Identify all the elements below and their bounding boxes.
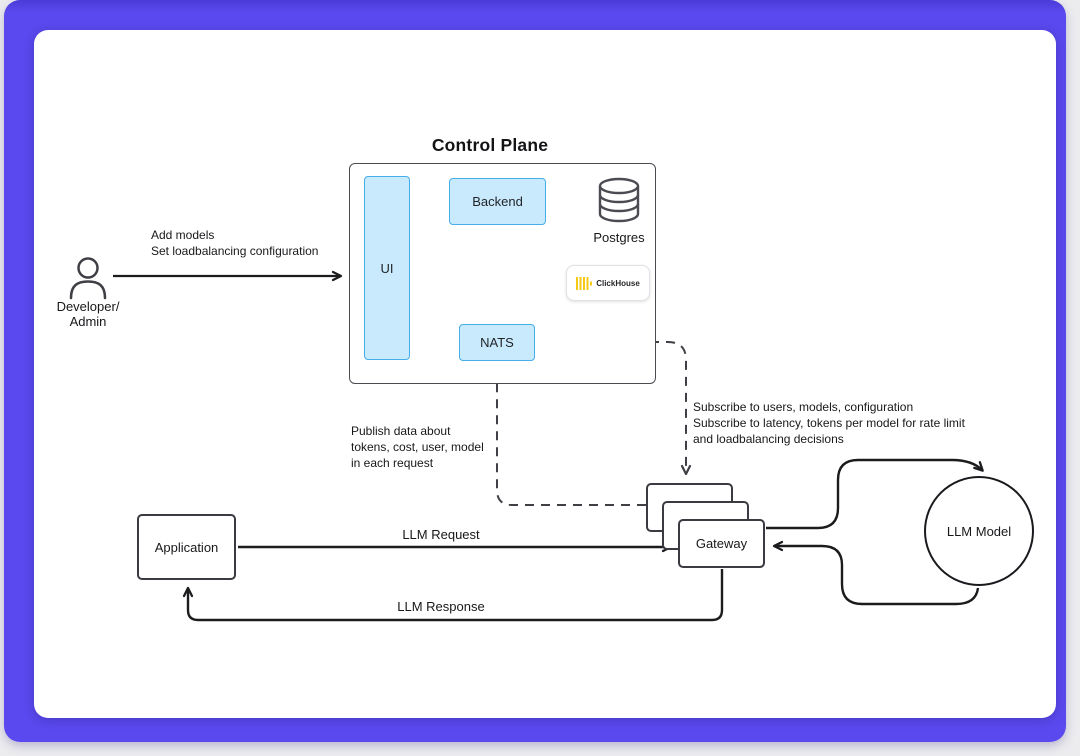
admin-arrow-annotation: Add models Set loadbalancing configurati…: [151, 227, 371, 259]
postgres-label: Postgres: [593, 230, 645, 245]
backend-node: Backend: [449, 178, 546, 225]
subscribe-annotation: Subscribe to users, models, configuratio…: [693, 399, 1003, 447]
developer-admin-label: Developer/ Admin: [40, 299, 136, 329]
publish-annotation-line1: Publish data about: [351, 424, 451, 438]
subscribe-annotation-line3: and loadbalancing decisions: [693, 432, 844, 446]
clickhouse-node: ClickHouse: [566, 265, 650, 301]
llm-model-node: LLM Model: [924, 476, 1034, 586]
clickhouse-label: ClickHouse: [596, 278, 640, 288]
application-node: Application: [137, 514, 236, 580]
llm-response-label: LLM Response: [397, 599, 485, 614]
llm-model-label: LLM Model: [946, 523, 1012, 539]
postgres-database-icon: [598, 177, 640, 223]
control-plane-title: Control Plane: [431, 135, 549, 155]
admin-arrow-annotation-line1: Add models: [151, 228, 215, 242]
gateway-label: Gateway: [695, 536, 748, 551]
user-icon: [69, 257, 107, 300]
backend-label: Backend: [472, 194, 523, 209]
publish-annotation-line2: tokens, cost, user, model: [351, 440, 484, 454]
subscribe-annotation-line1: Subscribe to users, models, configuratio…: [693, 400, 914, 414]
application-label: Application: [154, 539, 219, 555]
publish-annotation: Publish data about tokens, cost, user, m…: [351, 423, 561, 471]
clickhouse-logo-icon: [576, 276, 593, 290]
admin-arrow-annotation-line2: Set loadbalancing configuration: [151, 244, 319, 258]
ui-label: UI: [380, 260, 394, 276]
developer-admin-label-line2: Admin: [69, 314, 107, 329]
nats-node: NATS: [459, 324, 535, 361]
developer-admin-label-line1: Developer/: [56, 299, 120, 314]
publish-annotation-line3: in each request: [351, 456, 434, 470]
gateway-node: Gateway: [678, 519, 765, 568]
nats-label: NATS: [480, 335, 514, 350]
subscribe-annotation-line2: Subscribe to latency, tokens per model f…: [693, 416, 965, 430]
llm-request-label: LLM Request: [402, 527, 480, 542]
ui-node: UI: [364, 176, 410, 360]
